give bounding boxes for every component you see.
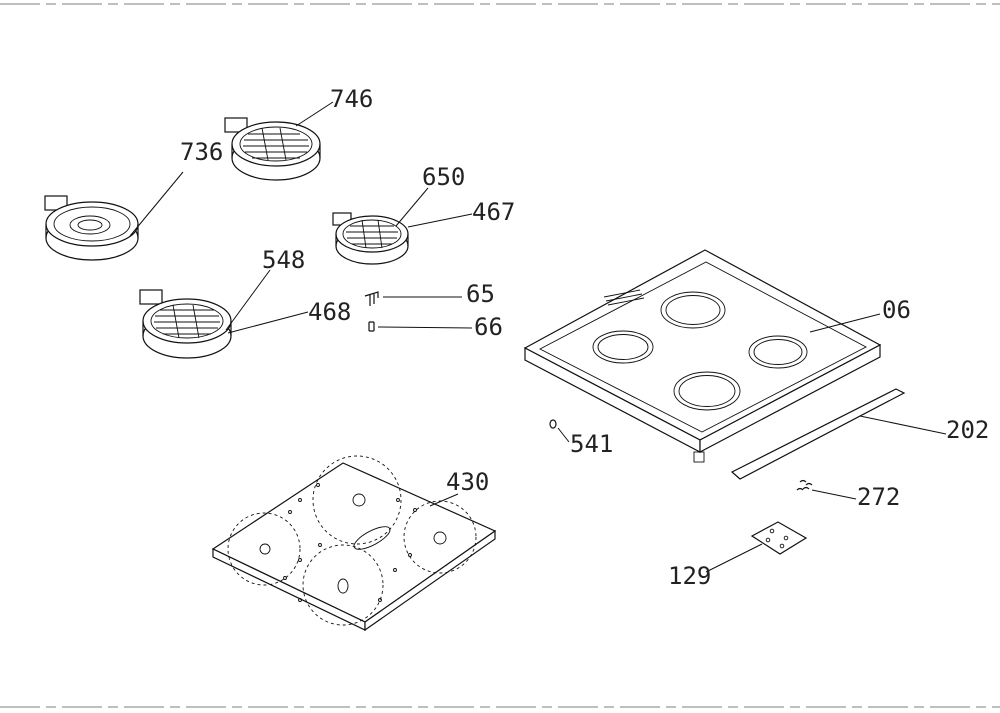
label-129: 129 [668, 562, 711, 590]
part-548-grid-burner [139, 289, 232, 359]
part-202-strip [730, 388, 906, 480]
label-541: 541 [570, 430, 613, 458]
label-65: 65 [466, 280, 495, 308]
label-746: 746 [330, 85, 373, 113]
part-541-screw [549, 419, 557, 429]
label-430: 430 [446, 468, 489, 496]
leader-lines [129, 101, 947, 573]
part-746-grid-burner [224, 117, 321, 181]
label-468: 468 [308, 298, 351, 326]
label-548: 548 [262, 246, 305, 274]
part-66-screw [368, 321, 375, 332]
part-430-base-plate [211, 455, 497, 632]
label-202: 202 [946, 416, 989, 444]
label-467: 467 [472, 198, 515, 226]
label-736: 736 [180, 138, 223, 166]
part-650-small-grid-burner [332, 212, 409, 265]
part-129-plate [750, 521, 808, 555]
label-66: 66 [474, 313, 503, 341]
label-272: 272 [857, 483, 900, 511]
part-06-cooktop [523, 249, 882, 463]
page-border [0, 3, 1000, 708]
part-736-burner-disc [44, 195, 139, 261]
part-272-clips [796, 479, 813, 491]
part-65-clip [364, 291, 379, 306]
label-650: 650 [422, 163, 465, 191]
label-06: 06 [882, 296, 911, 324]
